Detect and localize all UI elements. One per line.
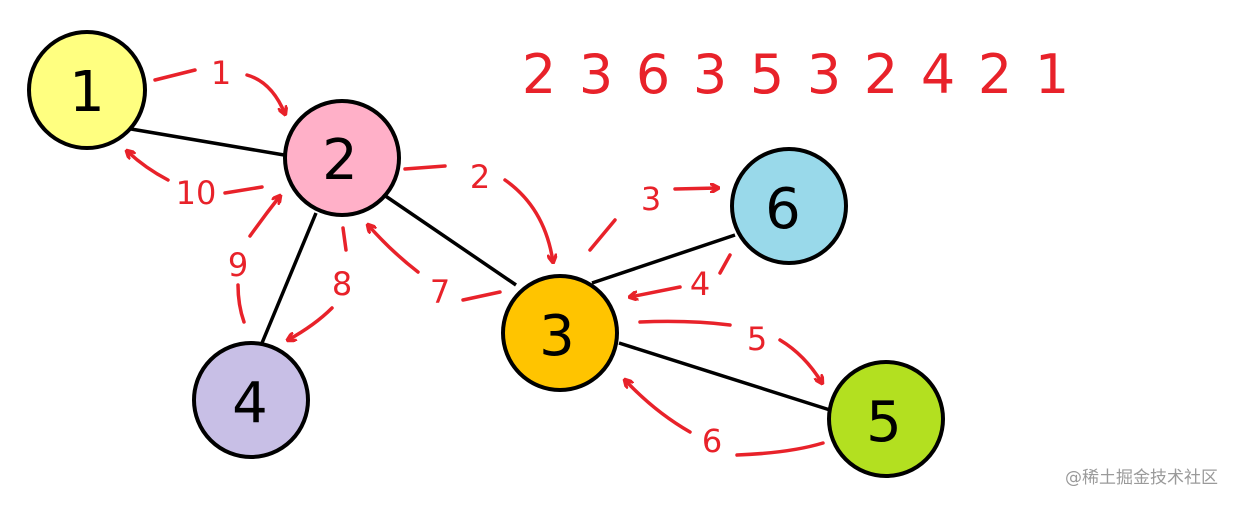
node-4-circle: [192, 341, 310, 459]
traversal-sequence: 2 3 6 3 5 3 2 4 2 1: [522, 43, 1069, 106]
sequence-item-1: 2: [522, 43, 556, 106]
traversal-arrow-1b: [245, 73, 285, 114]
traversal-arrow-7b: [368, 225, 420, 274]
node-1-circle: [27, 30, 147, 150]
step-label-6: 6: [702, 422, 722, 460]
sequence-item-4: 3: [693, 43, 727, 106]
traversal-arrow-10b: [127, 151, 170, 182]
node-4-label: 4: [232, 371, 268, 436]
node-5-label: 5: [866, 390, 902, 455]
traversal-arrow-9b: [248, 196, 280, 238]
sequence-item-6: 3: [807, 43, 841, 106]
sequence-item-10: 1: [1035, 43, 1069, 106]
sequence-item-7: 2: [864, 43, 898, 106]
traversal-step-labels: 1 2 3 4 5 6 7 8 9 10: [176, 54, 768, 460]
node-1-label: 1: [69, 60, 105, 125]
node-5: 5: [827, 360, 945, 478]
traversal-arrow-7: [461, 290, 502, 302]
sequence-item-3: 6: [636, 43, 670, 106]
edge-3-5: [618, 341, 831, 412]
step-label-10: 10: [176, 174, 217, 212]
node-4: 4: [192, 341, 310, 459]
traversal-arrow-10: [223, 185, 264, 195]
traversal-arrows: [127, 68, 825, 457]
node-5-circle: [827, 360, 945, 478]
step-label-1: 1: [211, 54, 231, 92]
edge-2-3: [383, 193, 517, 287]
sequence-item-5: 5: [750, 43, 784, 106]
node-2-circle: [283, 99, 401, 217]
sequence-item-2: 3: [579, 43, 613, 106]
node-2: 2: [283, 99, 401, 217]
step-label-8: 8: [332, 265, 352, 303]
traversal-arrow-4b: [630, 285, 682, 297]
node-6: 6: [730, 147, 848, 265]
traversal-arrow-2: [403, 164, 447, 171]
traversal-arrow-3: [588, 218, 617, 252]
step-label-5: 5: [747, 320, 767, 358]
step-label-2: 2: [470, 158, 490, 196]
traversal-arrow-8: [341, 226, 348, 252]
step-label-4: 4: [690, 265, 710, 303]
traversal-arrow-6: [735, 441, 825, 457]
edges: [130, 127, 831, 412]
traversal-arrow-6b: [625, 380, 692, 434]
node-3-circle: [501, 274, 619, 392]
traversal-arrow-2b: [503, 178, 553, 262]
edge-3-6: [591, 233, 736, 285]
sequence-item-8: 4: [921, 43, 955, 106]
node-3: 3: [501, 274, 619, 392]
node-6-circle: [730, 147, 848, 265]
node-2-label: 2: [322, 128, 358, 193]
step-label-9: 9: [228, 246, 248, 284]
edge-2-4: [260, 212, 318, 344]
traversal-arrow-5b: [778, 338, 822, 383]
sequence-item-9: 2: [978, 43, 1012, 106]
traversal-arrow-4: [718, 253, 732, 275]
traversal-arrow-5: [638, 319, 732, 327]
nodes: 1 2 3 4 5 6: [27, 30, 945, 478]
traversal-arrow-9: [236, 283, 246, 324]
node-6-label: 6: [765, 177, 801, 242]
edge-1-2: [130, 127, 291, 158]
node-1: 1: [27, 30, 147, 150]
watermark: @稀土掘金技术社区: [1065, 468, 1218, 488]
node-3-label: 3: [539, 304, 575, 369]
traversal-arrow-3b: [673, 188, 718, 189]
step-label-3: 3: [641, 180, 661, 218]
step-label-7: 7: [430, 273, 450, 311]
traversal-arrow-1: [153, 68, 197, 82]
traversal-arrow-8b: [288, 306, 334, 340]
